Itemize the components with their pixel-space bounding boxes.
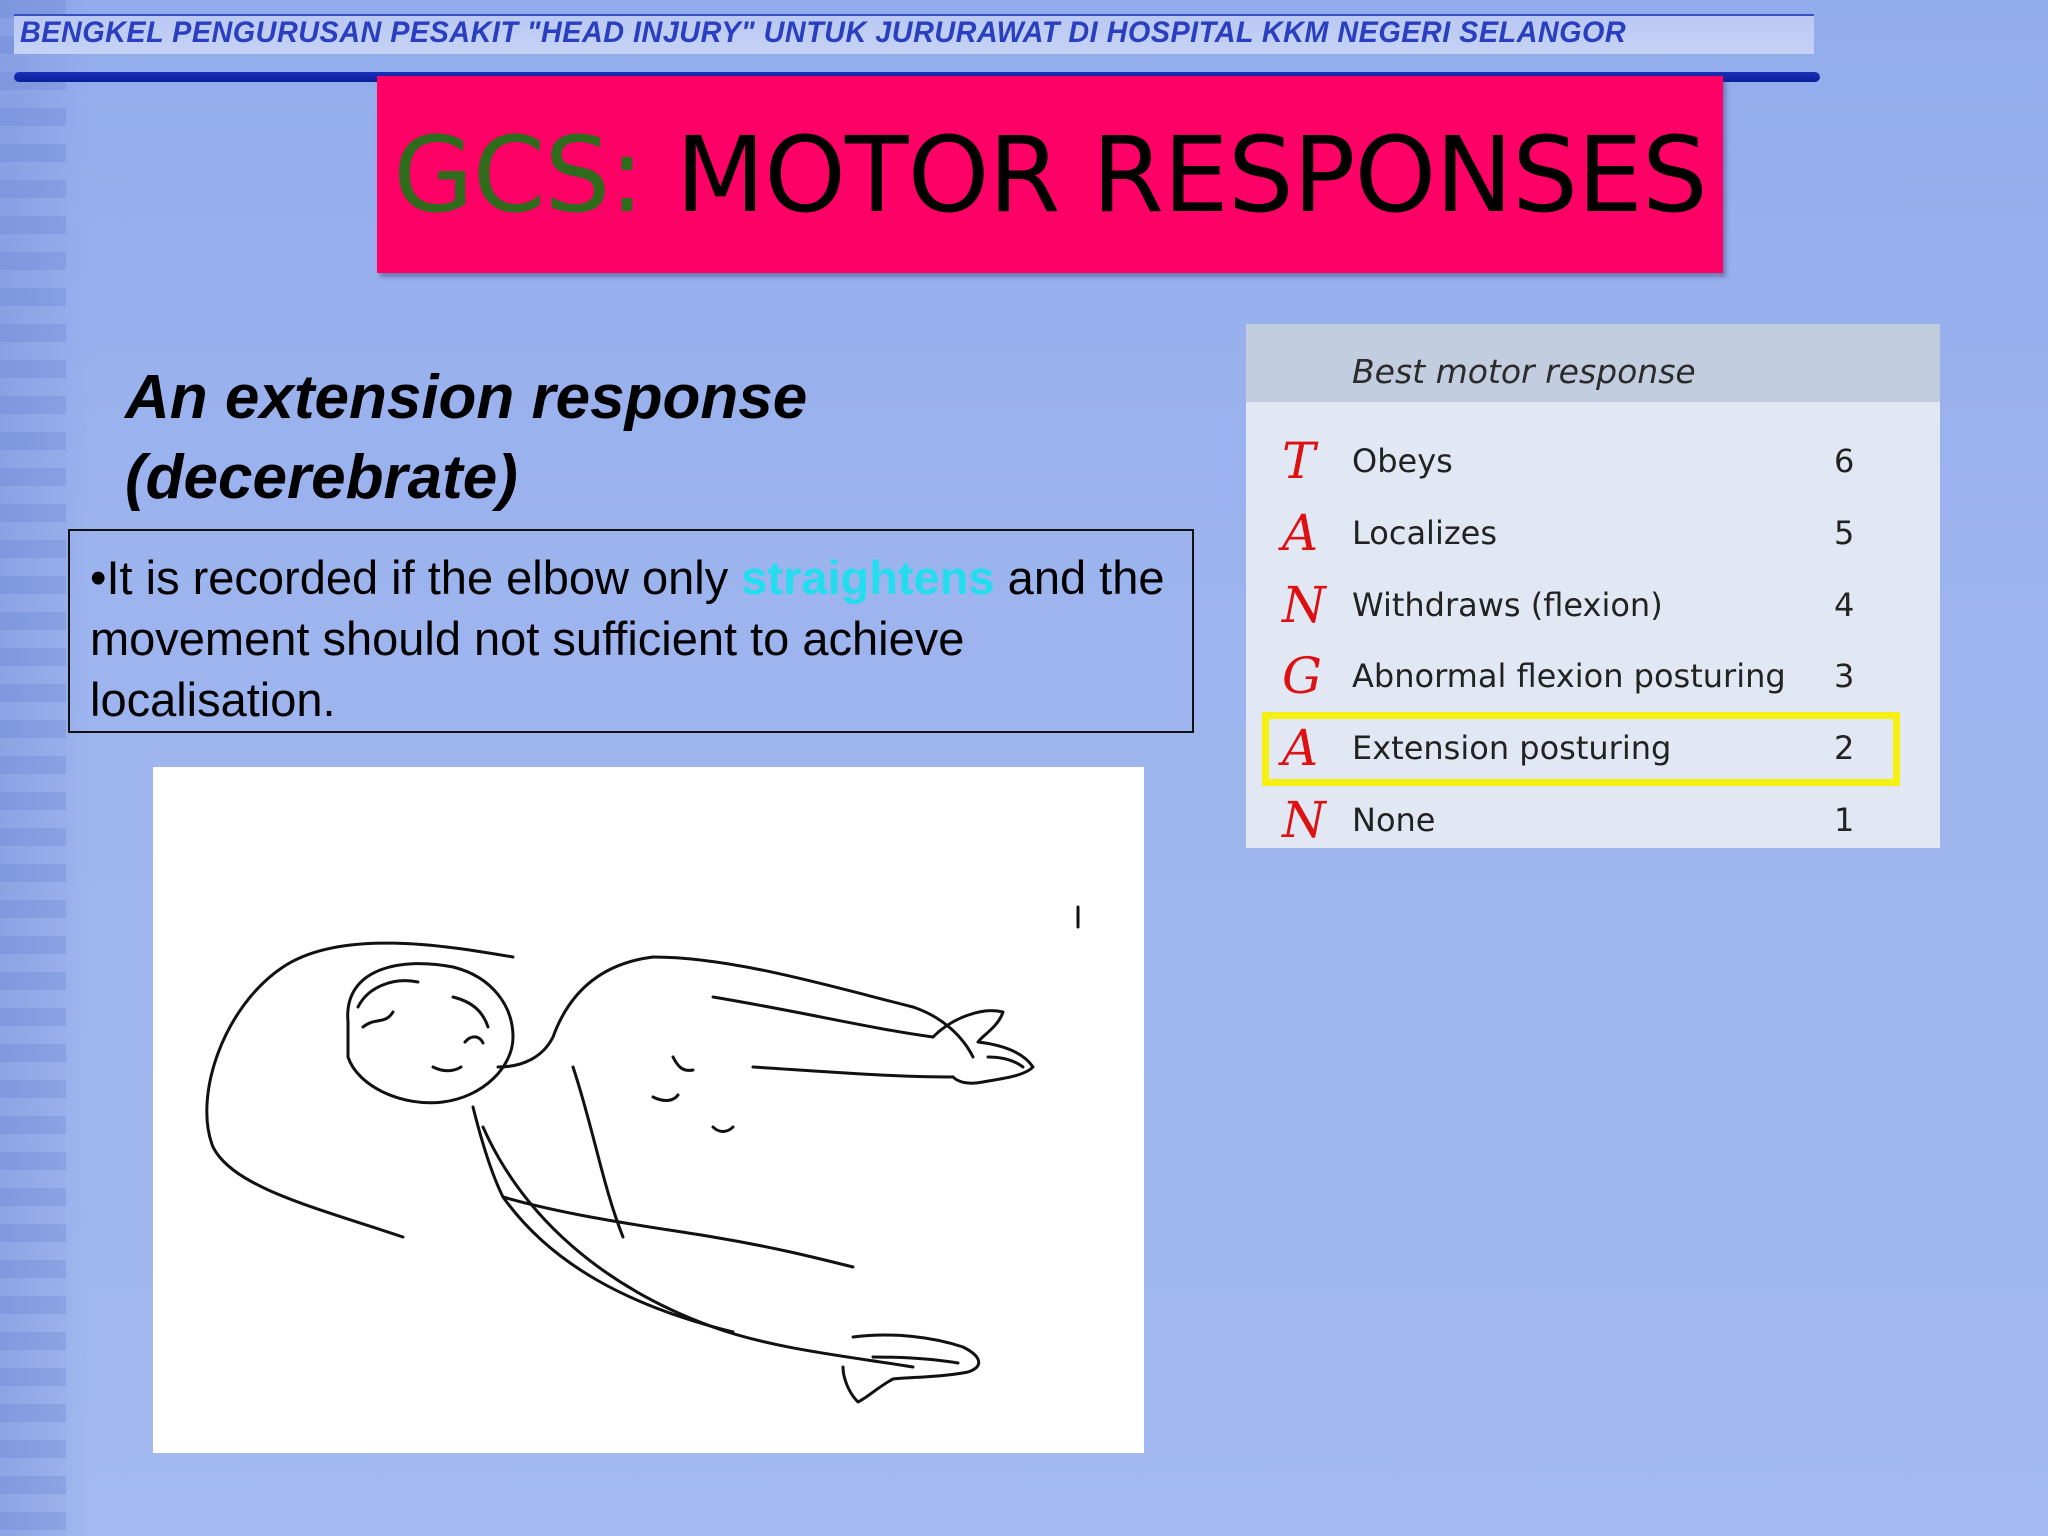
slide-title: GCS: MOTOR RESPONSES — [393, 113, 1708, 236]
row-label: Extension posturing — [1352, 729, 1672, 767]
slide-subtitle-line1: An extension response — [125, 363, 808, 432]
motor-table-row: N None 1 — [1246, 785, 1940, 857]
row-label: Abnormal flexion posturing — [1352, 657, 1786, 695]
motor-table-row-highlighted: A Extension posturing 2 — [1246, 713, 1940, 785]
motor-table-row: T Obeys 6 — [1246, 426, 1940, 498]
motor-response-table: Best motor response T Obeys 6 A Localize… — [1246, 324, 1940, 849]
slide-title-main: MOTOR RESPONSES — [643, 113, 1707, 236]
decerebrate-posture-illustration — [153, 767, 1144, 1453]
row-acronym-letter: N — [1282, 576, 1326, 634]
slide-title-box: GCS: MOTOR RESPONSES — [377, 76, 1723, 273]
slide-subtitle-line2: (decerebrate) — [125, 443, 518, 512]
row-score: 2 — [1834, 729, 1855, 767]
row-score: 3 — [1834, 657, 1855, 695]
bullet-text-box: •It is recorded if the elbow only straig… — [68, 529, 1194, 733]
row-acronym-letter: T — [1282, 432, 1316, 490]
row-acronym-letter: G — [1282, 647, 1322, 705]
row-label: Localizes — [1352, 514, 1497, 552]
slide-title-prefix: GCS: — [393, 113, 644, 236]
row-label: Obeys — [1352, 442, 1453, 480]
slide-subtitle: An extension response (decerebrate) — [125, 358, 1025, 518]
row-score: 6 — [1834, 442, 1855, 480]
background-strip — [0, 0, 66, 1536]
row-label: Withdraws (flexion) — [1352, 586, 1663, 624]
motor-table-row: A Localizes 5 — [1246, 498, 1940, 570]
patient-line-drawing — [205, 905, 1080, 1404]
motor-table-heading: Best motor response — [1352, 352, 1696, 391]
row-acronym-letter: A — [1282, 719, 1319, 777]
header-banner-text: BENGKEL PENGURUSAN PESAKIT "HEAD INJURY"… — [20, 16, 1627, 49]
row-score: 4 — [1834, 586, 1855, 624]
motor-table-row: G Abnormal flexion posturing 3 — [1246, 641, 1940, 713]
row-score: 1 — [1834, 801, 1855, 839]
bullet-highlight-word: straightens — [741, 551, 995, 604]
extension-posturing-highlight-frame — [1262, 712, 1900, 786]
motor-table-header: Best motor response — [1246, 324, 1940, 402]
row-acronym-letter: N — [1282, 791, 1326, 849]
row-score: 5 — [1834, 514, 1855, 552]
bullet-text-part2: and the movement should not sufficient t… — [90, 551, 1165, 726]
motor-table-row: N Withdraws (flexion) 4 — [1246, 570, 1940, 642]
bullet-text-part1: •It is recorded if the elbow only — [90, 551, 742, 604]
row-label: None — [1352, 801, 1436, 839]
header-band — [14, 14, 1814, 54]
row-acronym-letter: A — [1282, 504, 1319, 562]
